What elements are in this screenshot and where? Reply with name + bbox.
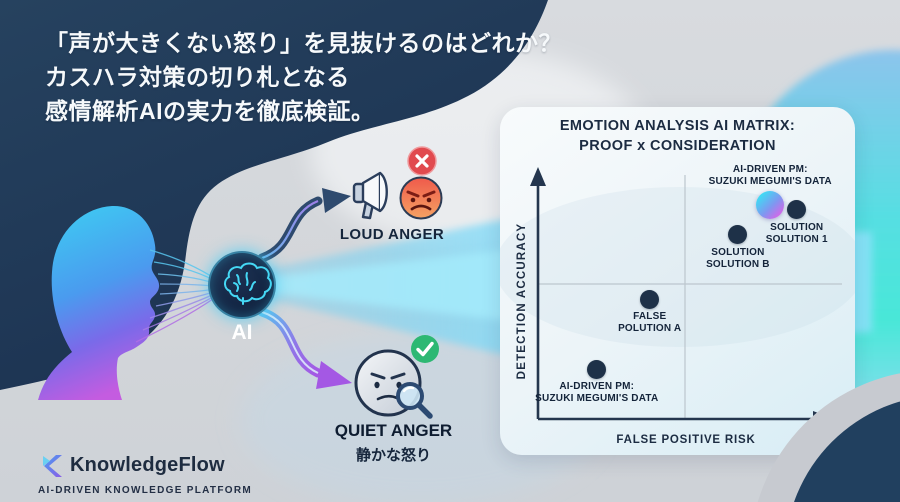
brand-name: KnowledgeFlow — [70, 454, 225, 476]
head-silhouette — [38, 205, 160, 400]
brand-tagline: AI-DRIVEN KNOWLEDGE PLATFORM — [38, 485, 252, 496]
approved-badge-icon — [411, 335, 439, 363]
ai-beam-core — [252, 248, 520, 322]
quiet-anger-label: QUIET ANGER — [334, 421, 453, 440]
chart-point — [787, 200, 807, 220]
x-axis-label: FALSE POSITIVE RISK — [616, 434, 755, 446]
ai-label: AI — [231, 321, 253, 344]
chart-point — [640, 289, 660, 309]
logo-k-icon — [43, 455, 62, 477]
y-axis-label: DETECTION ACCURACY — [516, 223, 528, 380]
quiet-anger-sublabel: 静かな怒り — [355, 447, 431, 464]
headline-line-3: 感情解析AIの実力を徹底検証。 — [45, 98, 375, 124]
arrow-to-quiet-anger — [257, 307, 352, 389]
panel-wave — [500, 187, 855, 347]
chart-point — [587, 359, 607, 379]
chart-point-label: AI-DRIVEN PM:SUZUKI MEGUMI'S DATA — [535, 381, 659, 405]
angry-face-icon — [399, 176, 443, 220]
brain-icon — [224, 262, 272, 305]
headline: 「声が大きくない怒り」を見抜けるのはどれか？ カスハラ対策の切り札となる 感情解… — [45, 26, 562, 128]
ai-core — [208, 251, 276, 319]
chart-point — [756, 190, 785, 219]
chart-point — [728, 225, 748, 245]
chart-title-line-2: PROOF x CONSIDERATION — [579, 138, 776, 154]
arrow-to-loud-anger — [257, 188, 351, 263]
headline-line-2: カスハラ対策の切り札となる — [45, 64, 350, 90]
megaphone-icon — [352, 171, 388, 220]
y-axis-arrowhead — [530, 167, 546, 186]
chart-points-layer: AI-DRIVEN PM:SUZUKI MEGUMI'S DATA SOLUTIO… — [500, 107, 855, 455]
chart-title-line-1: EMOTION ANALYSIS AI MATRIX: — [559, 118, 796, 134]
blocked-badge-icon — [407, 146, 437, 176]
chart-point-label: AI-DRIVEN PM:SUZUKI MEGUMI'S DATA — [708, 163, 832, 187]
headline-line-1: 「声が大きくない怒り」を見抜けるのはどれか？ — [45, 30, 562, 56]
chart-panel: EMOTION ANALYSIS AI MATRIX: PROOF x CONS… — [500, 107, 855, 455]
loud-anger-label: LOUD ANGER — [339, 226, 445, 243]
quiet-face-icon — [354, 349, 433, 419]
